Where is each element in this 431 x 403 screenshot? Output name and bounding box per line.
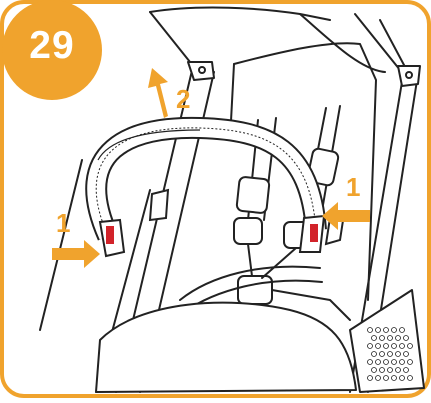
callout-left-label: 1: [56, 210, 70, 236]
callout-right-label: 1: [346, 174, 360, 200]
step-number: 29: [14, 26, 90, 66]
harness-buckle-left: [234, 218, 262, 244]
harness-buckle-center: [238, 276, 272, 304]
callout-up-label: 2: [176, 86, 190, 112]
release-button-right: [300, 216, 324, 252]
